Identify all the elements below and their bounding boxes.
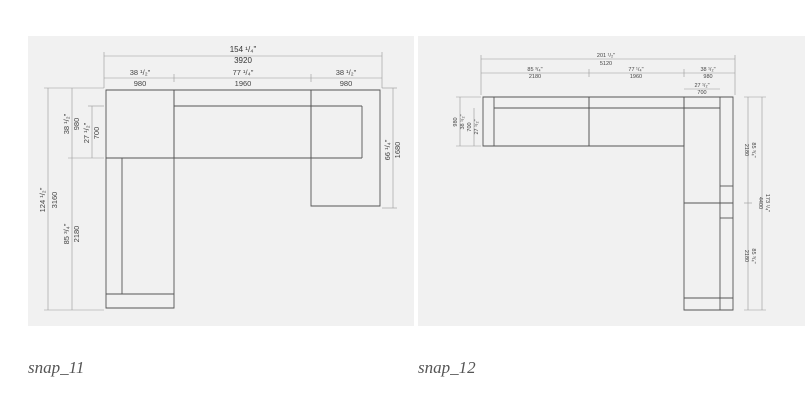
seat-depth-in-2: 38 ¹/₂" xyxy=(460,114,466,129)
depth-mm: 980 xyxy=(72,118,81,131)
side-total-mm-2: 4400 xyxy=(757,197,763,209)
side-lower-mm-2: 2180 xyxy=(743,250,749,262)
depth-in: 38 ¹/₂" xyxy=(62,113,71,134)
seat-back-in-2: 27 ¹/₂" xyxy=(474,119,480,134)
caption-snap-12: snap_12 xyxy=(418,358,476,377)
total-width-mm: 3920 xyxy=(234,56,252,65)
total-width-mm-2: 5120 xyxy=(600,61,612,67)
sofa-layout-snap-11 xyxy=(105,89,381,309)
diagram-panel-snap-11 xyxy=(28,36,414,326)
left-sofa-module xyxy=(482,96,590,147)
height-mm: 3160 xyxy=(50,192,59,209)
back-depth-mm-2: 700 xyxy=(697,90,706,96)
center-sofa-module xyxy=(588,96,685,147)
diagram-panel-snap-12 xyxy=(418,36,805,326)
side-total-in-2: 173 ¹/₄" xyxy=(764,194,770,212)
right-depth-mm: 1680 xyxy=(393,142,402,159)
side-upper-in-2: 85 ³/₄" xyxy=(750,142,756,157)
center-width-mm-2: 1960 xyxy=(630,74,642,80)
left-width-in: 38 ¹/₂" xyxy=(130,68,151,77)
left-width-mm-2: 2180 xyxy=(529,74,541,80)
center-width-in: 77 ¹/₄" xyxy=(233,68,254,77)
left-chaise-module xyxy=(105,157,175,309)
side-upper-mm-2: 2180 xyxy=(743,144,749,156)
caption-snap-11: snap_11 xyxy=(28,358,85,377)
back-depth-in-2: 27 ¹/₂" xyxy=(694,83,709,89)
dimensions-snap-11: 154 ¹/₄" 3920 38 ¹/₂" 980 77 ¹/₄" 1960 3… xyxy=(38,45,402,311)
back-depth-mm: 700 xyxy=(92,127,101,140)
right-width-mm: 980 xyxy=(340,79,353,88)
height-in: 124 ¹/₂" xyxy=(38,187,47,212)
right-sofa-column xyxy=(683,96,734,311)
right-width-mm-2: 980 xyxy=(703,74,712,80)
center-width-in-2: 77 ¹/₄" xyxy=(628,67,643,73)
back-depth-in: 27 ¹/₂" xyxy=(82,122,91,143)
dimensions-snap-12: 201 ¹/₂" 5120 85 ³/₄" 2180 77 ¹/₄" 1960 … xyxy=(453,53,770,311)
center-module xyxy=(173,89,312,159)
sofa-layout-snap-12 xyxy=(482,96,734,311)
right-module xyxy=(310,89,381,207)
center-width-mm: 1960 xyxy=(235,79,252,88)
total-width-in: 154 ¹/₄" xyxy=(230,45,257,54)
left-width-in-2: 85 ³/₄" xyxy=(527,67,542,73)
chaise-mm: 2180 xyxy=(72,226,81,243)
seat-depth-mm-2: 980 xyxy=(453,117,459,126)
side-lower-in-2: 85 ³/₄" xyxy=(750,248,756,263)
left-width-mm: 980 xyxy=(134,79,147,88)
corner-module xyxy=(105,89,175,159)
right-depth-in: 66 ¹/₄" xyxy=(383,139,392,160)
total-width-in-2: 201 ¹/₂" xyxy=(597,53,615,59)
right-width-in: 38 ¹/₂" xyxy=(336,68,357,77)
right-width-in-2: 38 ¹/₂" xyxy=(700,67,715,73)
chaise-in: 85 ³/₄" xyxy=(62,223,71,244)
seat-back-mm-2: 700 xyxy=(467,122,473,131)
